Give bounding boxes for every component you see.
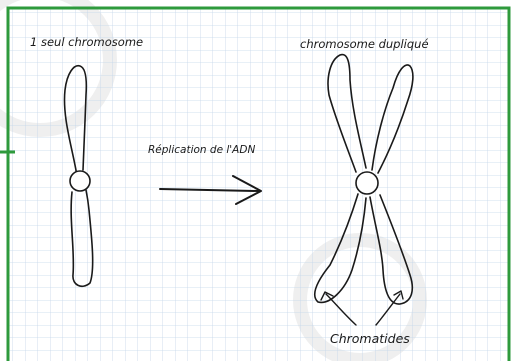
label-chromatids: Chromatides — [330, 331, 410, 346]
label-single-chromosome: 1 seul chromosome — [30, 35, 143, 49]
centromere — [70, 171, 90, 191]
label-replication: Réplication de l'ADN — [148, 144, 255, 156]
duplicated-centromere — [356, 172, 378, 194]
label-duplicated-chromosome: chromosome dupliqué — [300, 37, 429, 51]
